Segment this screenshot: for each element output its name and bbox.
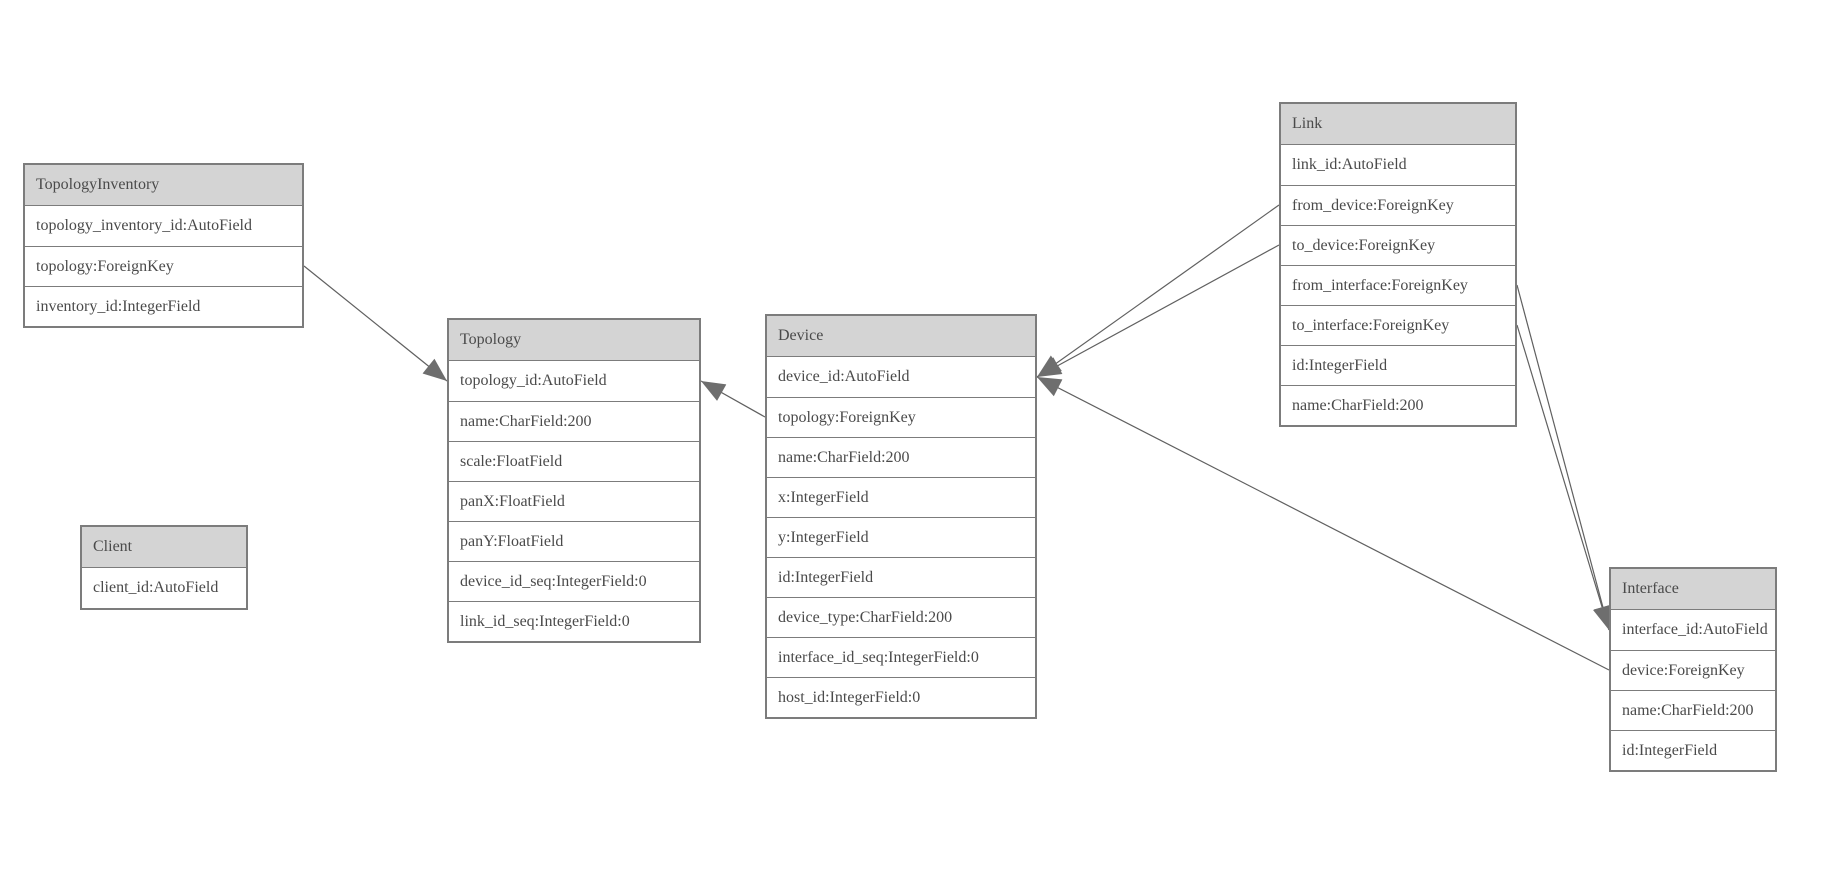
table-title-client: Client xyxy=(82,527,246,568)
table-field-interface-id: id:IntegerField xyxy=(1611,730,1775,770)
table-field-link-id: id:IntegerField xyxy=(1281,345,1515,385)
relationship-edge-link.to_interface-to-interface.interface_id xyxy=(1516,324,1612,631)
table-field-topology-panY: panY:FloatField xyxy=(449,521,699,561)
relationship-edge-link.from_interface-to-interface.interface_id xyxy=(1516,284,1613,631)
table-field-link-to_interface: to_interface:ForeignKey xyxy=(1281,305,1515,345)
table-field-link-name: name:CharField:200 xyxy=(1281,385,1515,425)
table-field-link-from_interface: from_interface:ForeignKey xyxy=(1281,265,1515,305)
table-field-topology-link_id_seq: link_id_seq:IntegerField:0 xyxy=(449,601,699,641)
table-field-interface-name: name:CharField:200 xyxy=(1611,690,1775,730)
table-field-device-name: name:CharField:200 xyxy=(767,437,1035,477)
table-field-topology-device_id_seq: device_id_seq:IntegerField:0 xyxy=(449,561,699,601)
table-title-topology_inventory: TopologyInventory xyxy=(25,165,302,206)
table-field-device-interface_id_seq: interface_id_seq:IntegerField:0 xyxy=(767,637,1035,677)
table-title-topology: Topology xyxy=(449,320,699,361)
table-field-device-y: y:IntegerField xyxy=(767,517,1035,557)
table-field-topology-name: name:CharField:200 xyxy=(449,401,699,441)
relationship-edge-link.to_device-to-device.device_id xyxy=(1036,244,1280,378)
table-field-topology-panX: panX:FloatField xyxy=(449,481,699,521)
table-field-topology_inventory-topology: topology:ForeignKey xyxy=(25,246,302,286)
table-title-interface: Interface xyxy=(1611,569,1775,610)
relationship-edge-interface.device-to-device.device_id xyxy=(1036,376,1610,671)
table-field-device-id: id:IntegerField xyxy=(767,557,1035,597)
table-field-link-link_id: link_id:AutoField xyxy=(1281,145,1515,185)
table-field-device-device_id: device_id:AutoField xyxy=(767,357,1035,397)
table-field-topology-scale: scale:FloatField xyxy=(449,441,699,481)
table-field-client-client_id: client_id:AutoField xyxy=(82,568,246,608)
table-field-device-x: x:IntegerField xyxy=(767,477,1035,517)
table-field-link-from_device: from_device:ForeignKey xyxy=(1281,185,1515,225)
relationship-edge-link.from_device-to-device.device_id xyxy=(1036,204,1280,378)
table-field-topology_inventory-inventory_id: inventory_id:IntegerField xyxy=(25,286,302,326)
table-field-device-topology: topology:ForeignKey xyxy=(767,397,1035,437)
table-field-interface-interface_id: interface_id:AutoField xyxy=(1611,610,1775,650)
table-field-topology-topology_id: topology_id:AutoField xyxy=(449,361,699,401)
relationship-edge-device.topology-to-topology.topology_id xyxy=(700,380,766,418)
table-field-device-device_type: device_type:CharField:200 xyxy=(767,597,1035,637)
table-field-link-to_device: to_device:ForeignKey xyxy=(1281,225,1515,265)
table-field-topology_inventory-topology_inventory_id: topology_inventory_id:AutoField xyxy=(25,206,302,246)
table-title-device: Device xyxy=(767,316,1035,357)
table-title-link: Link xyxy=(1281,104,1515,145)
table-field-interface-device: device:ForeignKey xyxy=(1611,650,1775,690)
table-field-device-host_id: host_id:IntegerField:0 xyxy=(767,677,1035,717)
relationship-edge-topology_inventory.topology-to-topology.topology_id xyxy=(303,265,448,382)
